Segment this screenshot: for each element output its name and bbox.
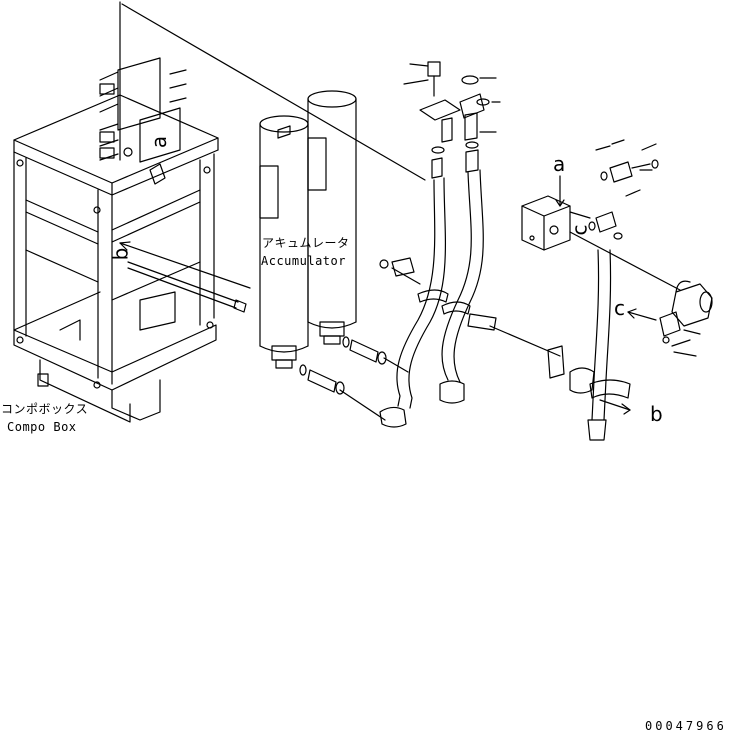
compo-box-label-en: Compo Box bbox=[7, 420, 77, 434]
drawing-number: 00047966 bbox=[645, 719, 727, 733]
accumulator-label-jp: アキュムレータ bbox=[262, 236, 350, 250]
leader-diagonal bbox=[121, 3, 426, 181]
ref-letter-c-upper: c bbox=[567, 224, 592, 236]
compo-box-label-jp: コンポボックス bbox=[1, 402, 89, 416]
ref-letter-a-right: a bbox=[553, 152, 566, 176]
ref-letter-b-left: b bbox=[108, 247, 133, 261]
accumulator-assembly bbox=[259, 90, 409, 421]
hose-assembly bbox=[379, 61, 561, 428]
arrow-b-left bbox=[119, 242, 251, 289]
valve-block-assembly bbox=[521, 139, 713, 441]
ref-letter-c-lower: c bbox=[614, 296, 625, 320]
mounting-frame bbox=[13, 57, 247, 423]
ref-letter-b-right: b bbox=[650, 402, 663, 426]
accumulator-label-en: Accumulator bbox=[261, 254, 346, 268]
ref-letter-a-left: a bbox=[147, 135, 172, 149]
